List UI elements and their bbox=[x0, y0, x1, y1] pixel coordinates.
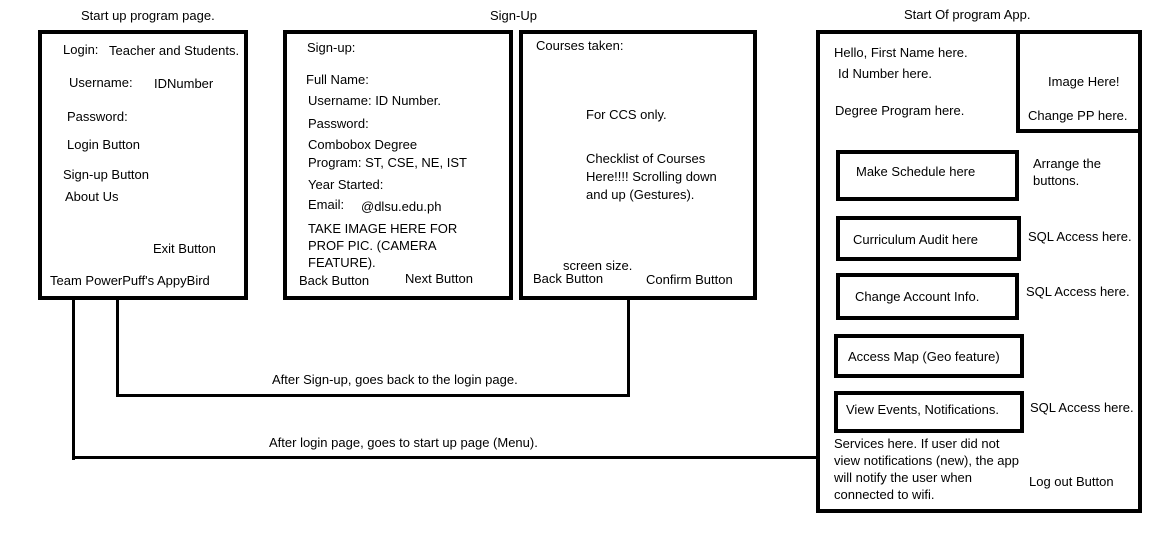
signup-button[interactable]: Sign-up Button bbox=[63, 167, 150, 182]
degree-display: Degree Program here. bbox=[835, 103, 965, 118]
services-note: Services here. If user did not view noti… bbox=[834, 436, 1019, 502]
login-value: Teacher and Students. bbox=[109, 43, 240, 58]
profile-image-placeholder: Image Here! bbox=[1048, 74, 1120, 89]
signup-heading: Sign-up: bbox=[307, 40, 356, 55]
signup-screen-frame bbox=[283, 30, 513, 300]
app-page-title: Start Of program App. bbox=[904, 7, 1031, 22]
curriculum-audit-button[interactable] bbox=[836, 216, 1021, 261]
screen-size-note: screen size. bbox=[563, 258, 633, 273]
signup-return-line-bottom bbox=[116, 394, 630, 397]
signup-username-field[interactable]: Username: ID Number. bbox=[308, 93, 441, 108]
make-schedule-label: Make Schedule here bbox=[856, 164, 976, 179]
profile-picture-box[interactable] bbox=[1016, 30, 1142, 133]
logout-button[interactable]: Log out Button bbox=[1029, 474, 1114, 489]
after-login-label: After login page, goes to start up page … bbox=[269, 435, 538, 450]
sql-access-note-2: SQL Access here. bbox=[1026, 284, 1130, 299]
curriculum-audit-label: Curriculum Audit here bbox=[853, 232, 978, 247]
id-number-display: Id Number here. bbox=[838, 66, 932, 81]
view-events-button[interactable] bbox=[834, 391, 1024, 433]
change-account-label: Change Account Info. bbox=[855, 289, 980, 304]
sql-access-note-3: SQL Access here. bbox=[1030, 400, 1134, 415]
make-schedule-button[interactable] bbox=[836, 150, 1019, 201]
login-label: Login: bbox=[63, 42, 99, 57]
change-profile-picture-button[interactable]: Change PP here. bbox=[1028, 108, 1128, 123]
full-name-field[interactable]: Full Name: bbox=[306, 72, 369, 87]
access-map-button[interactable] bbox=[834, 334, 1024, 378]
change-account-button[interactable] bbox=[836, 273, 1019, 320]
year-started-field[interactable]: Year Started: bbox=[308, 177, 384, 192]
login-menu-line-bottom bbox=[72, 456, 818, 459]
ccs-only-note: For CCS only. bbox=[586, 107, 667, 122]
signup-page-title: Sign-Up bbox=[490, 8, 537, 23]
signup-next-button[interactable]: Next Button bbox=[405, 271, 473, 286]
access-map-label: Access Map (Geo feature) bbox=[848, 349, 1000, 364]
arrange-buttons-note: Arrange the buttons. bbox=[1033, 156, 1101, 188]
courses-screen-frame bbox=[519, 30, 757, 300]
startup-page-title: Start up program page. bbox=[81, 8, 215, 23]
signup-return-line-right bbox=[627, 300, 630, 397]
username-label: Username: bbox=[69, 75, 133, 90]
courses-back-button[interactable]: Back Button bbox=[533, 271, 604, 286]
take-image-note[interactable]: TAKE IMAGE HERE FOR PROF PIC. (CAMERA FE… bbox=[308, 221, 458, 270]
after-signup-label: After Sign-up, goes back to the login pa… bbox=[272, 372, 518, 387]
degree-combobox-options[interactable]: Program: ST, CSE, NE, IST bbox=[308, 155, 467, 170]
signup-back-button[interactable]: Back Button bbox=[299, 273, 370, 288]
view-events-label: View Events, Notifications. bbox=[846, 402, 999, 417]
email-label: Email: bbox=[308, 197, 345, 212]
hello-name: Hello, First Name here. bbox=[834, 45, 968, 60]
login-button[interactable]: Login Button bbox=[67, 137, 141, 152]
courses-confirm-button[interactable]: Confirm Button bbox=[646, 272, 733, 287]
team-name: Team PowerPuff's AppyBird bbox=[50, 273, 210, 288]
username-value: IDNumber bbox=[154, 76, 214, 91]
app-screen-frame bbox=[816, 30, 1142, 513]
email-domain: @dlsu.edu.ph bbox=[361, 199, 442, 214]
degree-combobox-label[interactable]: Combobox Degree bbox=[308, 137, 418, 152]
about-us-button[interactable]: About Us bbox=[65, 189, 119, 204]
courses-heading: Courses taken: bbox=[536, 38, 624, 53]
courses-checklist[interactable]: Checklist of Courses Here!!!! Scrolling … bbox=[586, 151, 717, 202]
signup-return-line-left bbox=[116, 300, 119, 397]
password-label: Password: bbox=[67, 109, 128, 124]
signup-password-field[interactable]: Password: bbox=[308, 116, 369, 131]
exit-button[interactable]: Exit Button bbox=[153, 241, 216, 256]
sql-access-note-1: SQL Access here. bbox=[1028, 229, 1132, 244]
startup-screen-frame bbox=[38, 30, 248, 300]
login-menu-line-left bbox=[72, 300, 75, 460]
